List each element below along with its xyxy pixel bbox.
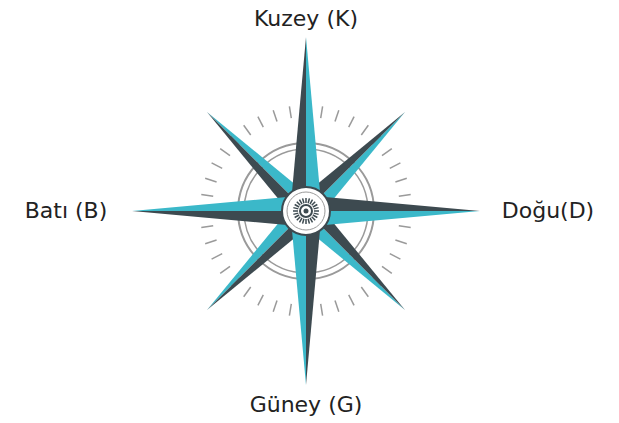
tick-mark: [220, 266, 230, 273]
star-half: [306, 37, 321, 211]
direction-label: Batı (B): [25, 199, 108, 223]
sun-ray: [303, 198, 304, 203]
tick-mark: [321, 304, 323, 316]
star-half: [132, 211, 306, 226]
tick-mark: [390, 254, 401, 259]
star-half: [306, 211, 321, 385]
tick-mark: [244, 287, 251, 297]
tick-mark: [201, 226, 213, 228]
sun-ray: [314, 213, 319, 214]
sun-ray: [295, 215, 299, 218]
sun-ray: [293, 210, 298, 212]
tick-mark: [205, 178, 216, 182]
tick-mark: [289, 304, 291, 316]
sun-ray: [305, 198, 307, 203]
sun-ray: [313, 205, 317, 208]
sun-ray: [297, 202, 301, 206]
center-pin: [304, 209, 309, 214]
star-half: [306, 196, 480, 211]
sun-ray: [308, 198, 309, 203]
star-half: [306, 211, 480, 226]
star-half: [291, 37, 306, 211]
direction-label: Kuzey (K): [254, 7, 358, 31]
sun-ray: [297, 217, 301, 221]
tick-mark: [212, 254, 223, 259]
tick-mark: [258, 117, 263, 128]
center-dot: [300, 205, 312, 217]
compass-star: [132, 37, 480, 385]
sun-ray: [314, 208, 319, 209]
tick-mark: [273, 110, 277, 121]
sun-ray: [300, 218, 303, 222]
direction-label: Güney (G): [250, 393, 363, 417]
tick-mark: [212, 163, 223, 168]
sun-ray: [293, 208, 298, 209]
tick-mark: [289, 106, 291, 118]
center-ring: [287, 192, 325, 230]
tick-mark: [382, 149, 392, 156]
direction-label: Doğu(D): [502, 199, 594, 223]
tick-mark: [382, 266, 392, 273]
sun-ray: [312, 202, 316, 206]
tick-mark: [395, 178, 406, 182]
sun-ray: [310, 200, 313, 204]
sun-ray: [293, 213, 298, 214]
sun-ray: [300, 200, 303, 204]
tick-mark: [258, 295, 263, 306]
tick-mark: [399, 226, 411, 228]
tick-mark: [390, 163, 401, 168]
tick-mark: [201, 194, 213, 196]
sun-ray: [312, 217, 316, 221]
sun-ray: [303, 219, 304, 224]
sun-ray: [314, 210, 319, 212]
tick-mark: [361, 125, 368, 135]
sun-ray: [308, 219, 309, 224]
tick-mark: [273, 300, 277, 311]
center-hub: [282, 187, 330, 235]
tick-mark: [335, 110, 339, 121]
sun-ray: [310, 218, 313, 222]
sun-ray: [305, 219, 307, 224]
sun-ray: [295, 205, 299, 208]
center-sun: [293, 198, 319, 224]
star-half: [291, 211, 306, 385]
tick-mark: [349, 295, 354, 306]
tick-mark: [220, 149, 230, 156]
tick-mark: [349, 117, 354, 128]
tick-mark: [335, 300, 339, 311]
sun-ray: [313, 215, 317, 218]
star-half: [132, 196, 306, 211]
tick-mark: [361, 287, 368, 297]
tick-mark: [321, 106, 323, 118]
tick-mark: [244, 125, 251, 135]
tick-mark: [399, 194, 411, 196]
tick-mark: [395, 240, 406, 244]
tick-mark: [205, 240, 216, 244]
